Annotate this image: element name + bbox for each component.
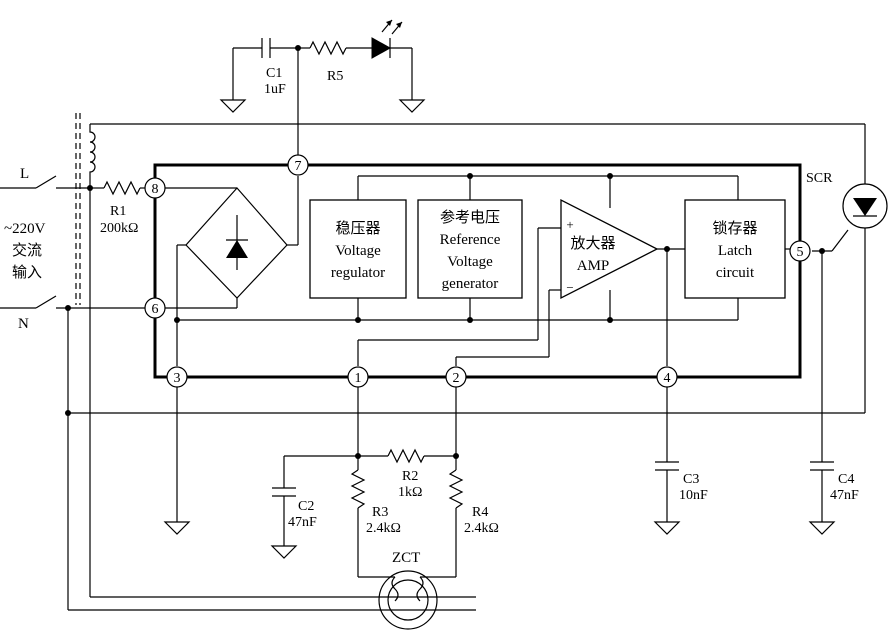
pin-6: 6 <box>144 297 166 319</box>
regulator-label-en1: Voltage <box>335 243 381 259</box>
amplifier-block: + 放大器 AMP − <box>560 198 659 300</box>
scr-branch <box>808 124 888 535</box>
regulator-label-cn: 稳压器 <box>335 220 380 237</box>
label-c3-name: C3 <box>683 472 699 487</box>
reference-label-en1: Reference <box>440 232 501 248</box>
label-r3-name: R3 <box>372 505 388 520</box>
amp-label-en: AMP <box>577 258 610 274</box>
pin-8: 8 <box>144 177 166 199</box>
reference-voltage-block: 参考电压 Reference Voltage generator <box>417 199 523 299</box>
latch-label-cn: 锁存器 <box>712 220 757 237</box>
pin-5: 5 <box>789 240 811 262</box>
reference-label-en3: generator <box>442 276 499 292</box>
label-r1-value: 200kΩ <box>100 221 138 236</box>
resistor-r1 <box>103 180 141 196</box>
amp-label-cn: 放大器 <box>570 235 615 252</box>
label-n: N <box>18 316 29 332</box>
svg-text:4: 4 <box>664 371 671 386</box>
transformer <box>75 113 865 305</box>
pin-7: 7 <box>287 154 309 176</box>
reference-label-en2: Voltage <box>447 254 493 270</box>
label-mains-line3: 输入 <box>12 264 42 281</box>
label-r1-name: R1 <box>110 204 126 219</box>
ground-symbol-c3 <box>653 521 681 535</box>
label-c2-value: 47nF <box>288 515 317 530</box>
label-c3-value: 10nF <box>679 488 708 503</box>
latch-label-en2: circuit <box>716 265 755 281</box>
latch-label-en1: Latch <box>718 243 753 259</box>
pin-2: 2 <box>445 366 467 388</box>
label-r5-name: R5 <box>327 69 343 84</box>
reference-label-cn: 参考电压 <box>440 209 500 226</box>
label-c1-name: C1 <box>266 66 282 81</box>
line-input <box>0 175 145 597</box>
label-r2-name: R2 <box>402 469 418 484</box>
ic-body <box>153 163 802 379</box>
label-c2-name: C2 <box>298 499 314 514</box>
svg-text:3: 3 <box>174 371 181 386</box>
zct-toroid <box>378 570 438 630</box>
label-scr: SCR <box>806 171 833 186</box>
ground-symbol-c2 <box>270 545 298 559</box>
bridge-rectifier <box>165 176 299 366</box>
pin-1: 1 <box>347 366 369 388</box>
svg-text:5: 5 <box>797 245 804 260</box>
ground-symbol-led <box>398 99 426 113</box>
resistor-r3 <box>350 469 366 509</box>
ground-symbol-pin3 <box>163 521 191 535</box>
svg-text:6: 6 <box>152 302 159 317</box>
c3-branch <box>653 387 681 535</box>
label-r3-value: 2.4kΩ <box>366 521 401 536</box>
resistor-r2 <box>387 448 425 464</box>
label-mains-voltage: ~220V <box>4 221 46 237</box>
svg-text:1: 1 <box>355 371 362 386</box>
label-l: L <box>20 166 29 182</box>
resistor-r4 <box>448 469 464 509</box>
label-r2-value: 1kΩ <box>398 485 422 500</box>
indicator-branch <box>219 19 426 155</box>
svg-text:7: 7 <box>295 159 302 174</box>
voltage-regulator-block: 稳压器 Voltage regulator <box>309 199 407 299</box>
ground-symbol-c1 <box>219 99 247 113</box>
svg-text:2: 2 <box>453 371 460 386</box>
latch-circuit-block: 锁存器 Latch circuit <box>684 199 786 299</box>
ground-symbol-c4 <box>808 521 836 535</box>
pin-3: 3 <box>166 366 188 388</box>
label-c4-name: C4 <box>838 472 854 487</box>
regulator-label-en2: regulator <box>331 265 385 281</box>
label-r4-value: 2.4kΩ <box>464 521 499 536</box>
label-zct: ZCT <box>392 550 420 566</box>
amp-plus-sign: + <box>566 217 573 232</box>
svg-text:8: 8 <box>152 182 159 197</box>
internal-bus <box>174 173 790 366</box>
label-r4-name: R4 <box>472 505 488 520</box>
label-c1-value: 1uF <box>264 82 286 97</box>
label-c4-value: 47nF <box>830 488 859 503</box>
label-mains-line2: 交流 <box>12 241 42 259</box>
resistor-r5 <box>309 40 347 56</box>
neutral-input <box>0 295 865 611</box>
amp-minus-sign: − <box>566 280 573 295</box>
pin-4: 4 <box>656 366 678 388</box>
sense-network <box>270 387 464 630</box>
led-symbol <box>371 19 403 59</box>
